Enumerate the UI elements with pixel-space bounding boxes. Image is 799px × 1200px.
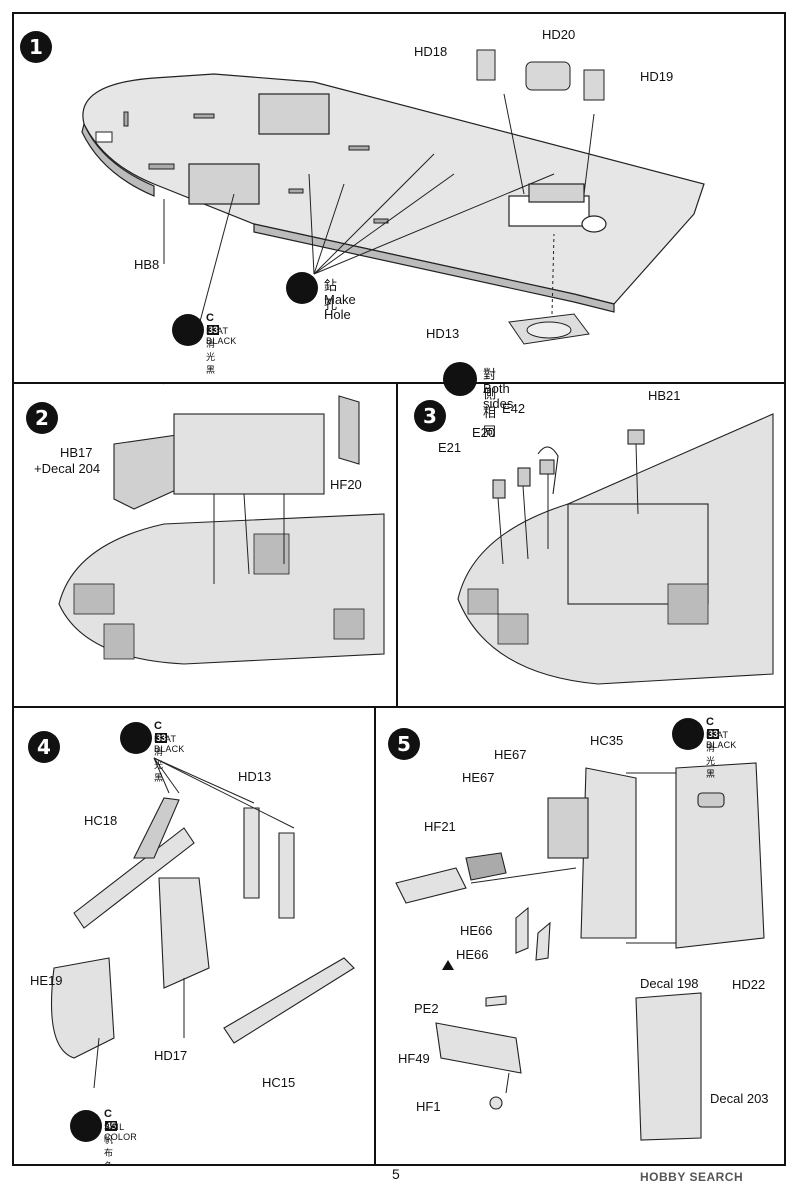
part-label-hc18: HC18 <box>84 813 118 828</box>
step-4-panel: 4 HD13 HC18 HE19 HD17 HC15 C33 FLAT BLAC… <box>12 706 376 1166</box>
paint-name-en: FLAT BLACK <box>154 734 185 754</box>
drill-icon <box>286 272 318 304</box>
part-label-he66: HE66 <box>460 923 493 938</box>
both-sides-zh: 對側相同 <box>483 368 497 440</box>
paintbrush-icon <box>672 718 704 750</box>
part-label-hd18: HD18 <box>414 44 448 59</box>
part-label-he19: HE19 <box>30 973 63 988</box>
double-arrow-icon <box>443 362 477 396</box>
part-label-hf1: HF1 <box>416 1099 441 1114</box>
step-number: 5 <box>388 728 420 760</box>
paintbrush-icon <box>70 1110 102 1142</box>
step-4-diagram <box>50 757 355 1089</box>
step-3-panel: 3 E42 E20 E21 HB21 <box>396 382 786 708</box>
part-label-he66: HE66 <box>456 947 489 962</box>
part-label-e21: E21 <box>438 440 462 455</box>
part-label-hb8: HB8 <box>134 257 160 272</box>
paint-name-zh: 消光黑 <box>206 339 216 375</box>
part-label-hf21: HF21 <box>424 819 456 834</box>
drill-label-en: Make Hole <box>324 292 356 322</box>
watermark: HOBBY SEARCH <box>640 1170 744 1184</box>
part-label-hc35: HC35 <box>590 733 624 748</box>
part-label-hb17: HB17 <box>60 445 93 460</box>
step-1-panel: 1 HD18 HD20 HD19 HB8 HD13 鉆孔 Make Hole C… <box>12 12 786 384</box>
both-sides-en: Both sides <box>483 381 514 411</box>
paint-name-en: SAIL COLOR <box>104 1122 138 1142</box>
paint-name-zh: 消光黑 <box>154 747 164 783</box>
part-label-hd17: HD17 <box>154 1048 188 1063</box>
step-5-diagram <box>395 762 765 1141</box>
part-label-hb21: HB21 <box>648 388 681 403</box>
paint-number: 45 <box>105 1121 118 1131</box>
part-label-e20: E20 <box>472 425 496 440</box>
step-number: 4 <box>28 731 60 763</box>
step-2-panel: 2 HB17 +Decal 204 HF20 <box>12 382 398 708</box>
part-label-hd22: HD22 <box>732 977 766 992</box>
part-label-he67: HE67 <box>494 747 527 762</box>
paintbrush-icon <box>172 314 204 346</box>
decal-label-203: Decal 203 <box>710 1091 769 1106</box>
part-label-e42: E42 <box>502 401 526 416</box>
part-label-hf20: HF20 <box>330 477 362 492</box>
decal-label-198: Decal 198 <box>640 976 699 991</box>
decal-label-204: +Decal 204 <box>34 461 101 476</box>
paint-name-en: FLAT BLACK <box>706 730 737 750</box>
step-1-diagram <box>81 49 705 345</box>
part-label-hc15: HC15 <box>262 1075 296 1090</box>
part-label-hd20: HD20 <box>542 27 576 42</box>
part-label-pe2: PE2 <box>414 1001 439 1016</box>
paint-code: C <box>104 1108 112 1120</box>
step-3-diagram <box>457 413 774 685</box>
step-5-panel: 5 HC35 HE67 HE67 HF21 HE66 HE66 HD22 Dec… <box>374 706 786 1166</box>
step-number: 3 <box>414 400 446 432</box>
part-label-hd13: HD13 <box>238 769 272 784</box>
page-number: 5 <box>392 1166 400 1182</box>
part-label-hd19: HD19 <box>640 69 674 84</box>
paint-number: 33 <box>155 733 168 743</box>
paint-code: C <box>154 720 162 732</box>
paint-code: C <box>206 312 214 324</box>
paint-number: 33 <box>207 325 220 335</box>
paint-code: C <box>706 716 714 728</box>
paintbrush-icon <box>120 722 152 754</box>
paint-number: 33 <box>707 729 720 739</box>
step-number: 1 <box>20 31 52 63</box>
paint-name-en: FLAT BLACK <box>206 326 237 346</box>
step-2-diagram <box>58 384 385 665</box>
step-number: 2 <box>26 402 58 434</box>
paint-name-zh: 帆布色 <box>104 1135 114 1166</box>
up-arrow-icon <box>442 960 454 970</box>
drill-label-zh: 鉆孔 <box>324 279 338 313</box>
part-label-he67: HE67 <box>462 770 495 785</box>
part-label-hf49: HF49 <box>398 1051 430 1066</box>
part-label-hd13: HD13 <box>426 326 460 341</box>
paint-name-zh: 消光黑 <box>706 743 716 779</box>
